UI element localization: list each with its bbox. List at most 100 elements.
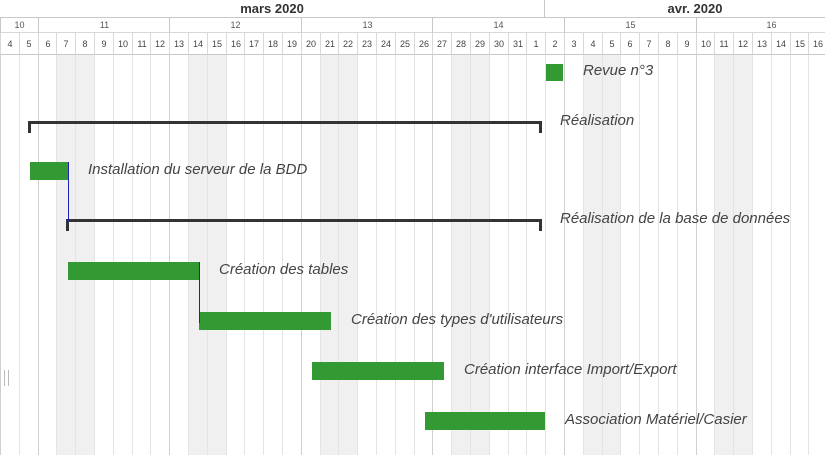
day-header: 30 [489, 33, 508, 55]
month-header: mars 2020 [0, 0, 545, 18]
task-label: Revue n°3 [583, 62, 654, 79]
day-header: 7 [639, 33, 658, 55]
grid-line [414, 55, 415, 455]
grid-line [357, 55, 358, 455]
weekend-column [583, 55, 602, 455]
day-header: 18 [263, 33, 282, 55]
grid-line [132, 55, 133, 455]
grid-line [564, 55, 565, 455]
grid-line [75, 55, 76, 455]
grid-line [639, 55, 640, 455]
week-header: 12 [169, 18, 301, 33]
summary-bracket[interactable] [28, 121, 542, 133]
weekend-column [320, 55, 339, 455]
task-label: Création des types d'utilisateurs [351, 311, 564, 328]
grid-line [752, 55, 753, 455]
grid-line [226, 55, 227, 455]
resize-handle[interactable] [4, 370, 9, 386]
grid-line [395, 55, 396, 455]
task-label: Installation du serveur de la BDD [88, 161, 308, 178]
week-header: 14 [432, 18, 564, 33]
milestone-marker[interactable] [546, 64, 563, 81]
day-header: 11 [132, 33, 151, 55]
day-header: 8 [75, 33, 94, 55]
day-header: 14 [771, 33, 790, 55]
task-bar[interactable] [312, 362, 444, 380]
day-header: 5 [602, 33, 621, 55]
day-header: 9 [677, 33, 696, 55]
grid-line [771, 55, 772, 455]
day-header: 4 [0, 33, 19, 55]
weekend-column [733, 55, 752, 455]
grid-line [432, 55, 433, 455]
day-header: 13 [752, 33, 771, 55]
day-header: 17 [244, 33, 263, 55]
task-label: Réalisation de la base de données [560, 210, 791, 227]
day-header: 29 [470, 33, 489, 55]
dependency-link [68, 162, 69, 222]
day-header: 12 [150, 33, 169, 55]
grid-line [508, 55, 509, 455]
task-bar[interactable] [425, 412, 545, 430]
day-header: 6 [620, 33, 639, 55]
weekend-column [56, 55, 75, 455]
day-header: 16 [226, 33, 245, 55]
task-label: Création des tables [219, 261, 349, 278]
grid-line [545, 55, 546, 455]
grid-line [244, 55, 245, 455]
grid-line [808, 55, 809, 455]
task-label: Création interface Import/Export [464, 361, 677, 378]
day-header: 27 [432, 33, 451, 55]
grid-line [526, 55, 527, 455]
summary-bracket[interactable] [66, 219, 542, 231]
grid-line [677, 55, 678, 455]
grid-line [696, 55, 697, 455]
day-header: 31 [508, 33, 527, 55]
day-header: 4 [583, 33, 602, 55]
week-header: 15 [564, 18, 696, 33]
task-bar[interactable] [30, 162, 68, 180]
day-header: 5 [19, 33, 38, 55]
day-header: 3 [564, 33, 583, 55]
grid-line [113, 55, 114, 455]
day-header: 8 [658, 33, 677, 55]
day-header: 2 [545, 33, 564, 55]
task-label: Réalisation [560, 112, 635, 129]
task-bar[interactable] [68, 262, 199, 280]
day-header: 25 [395, 33, 414, 55]
weekend-column [470, 55, 489, 455]
week-header: 11 [38, 18, 170, 33]
grid-line [320, 55, 321, 455]
month-header: avr. 2020 [545, 0, 825, 18]
grid-line [169, 55, 170, 455]
grid-line [150, 55, 151, 455]
grid-line [620, 55, 621, 455]
week-header: 16 [696, 18, 825, 33]
task-bar[interactable] [199, 312, 331, 330]
day-header: 24 [376, 33, 395, 55]
day-header: 12 [733, 33, 752, 55]
day-header: 9 [94, 33, 113, 55]
day-header: 15 [207, 33, 226, 55]
week-header: 13 [301, 18, 433, 33]
grid-line [207, 55, 208, 455]
day-header: 23 [357, 33, 376, 55]
grid-line [0, 55, 1, 455]
grid-line [301, 55, 302, 455]
day-header: 28 [451, 33, 470, 55]
task-label: Association Matériel/Casier [565, 411, 747, 428]
grid-line [56, 55, 57, 455]
grid-line [790, 55, 791, 455]
day-header: 7 [56, 33, 75, 55]
grid-line [376, 55, 377, 455]
weekend-column [75, 55, 94, 455]
grid-line [658, 55, 659, 455]
day-header: 20 [301, 33, 320, 55]
day-header: 15 [790, 33, 809, 55]
grid-line [38, 55, 39, 455]
grid-line [583, 55, 584, 455]
day-header: 1 [526, 33, 545, 55]
grid-line [489, 55, 490, 455]
weekend-column [602, 55, 621, 455]
